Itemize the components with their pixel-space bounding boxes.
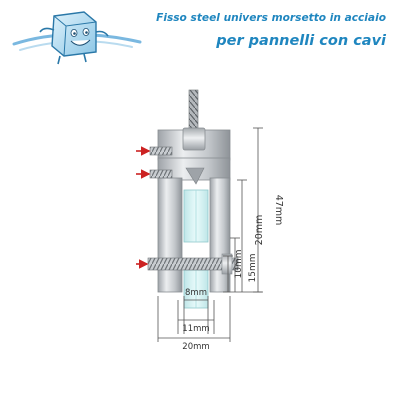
dimension-11mm-label: 11mm	[182, 324, 209, 334]
dimension-8mm-label: 8mm	[185, 288, 207, 298]
dimension-15mm-label: 15mm	[248, 254, 258, 283]
dimension-47mm-label: 47mm	[273, 195, 284, 226]
steel-cable	[188, 89, 199, 131]
clamp-left-jaw	[157, 177, 183, 293]
dimension-10mm-label: 10mm	[234, 250, 244, 279]
dimension-20mm-width-label: 20mm	[182, 342, 209, 352]
grub-screw-middle	[136, 169, 173, 179]
product-title-line-2: per pannelli con cavi	[216, 33, 386, 49]
clamp-right-jaw	[209, 177, 231, 293]
product-title-line-1: Fisso steel univers morsetto in acciaio	[156, 12, 386, 24]
cable-grip-cap	[182, 127, 206, 151]
smiling-cube-mascot-icon	[12, 11, 142, 65]
grub-screw-upper	[136, 146, 173, 156]
threaded-bolt	[136, 253, 239, 275]
dimension-lines	[157, 127, 263, 342]
dimension-20mm-height-label: 20mm	[254, 215, 265, 246]
